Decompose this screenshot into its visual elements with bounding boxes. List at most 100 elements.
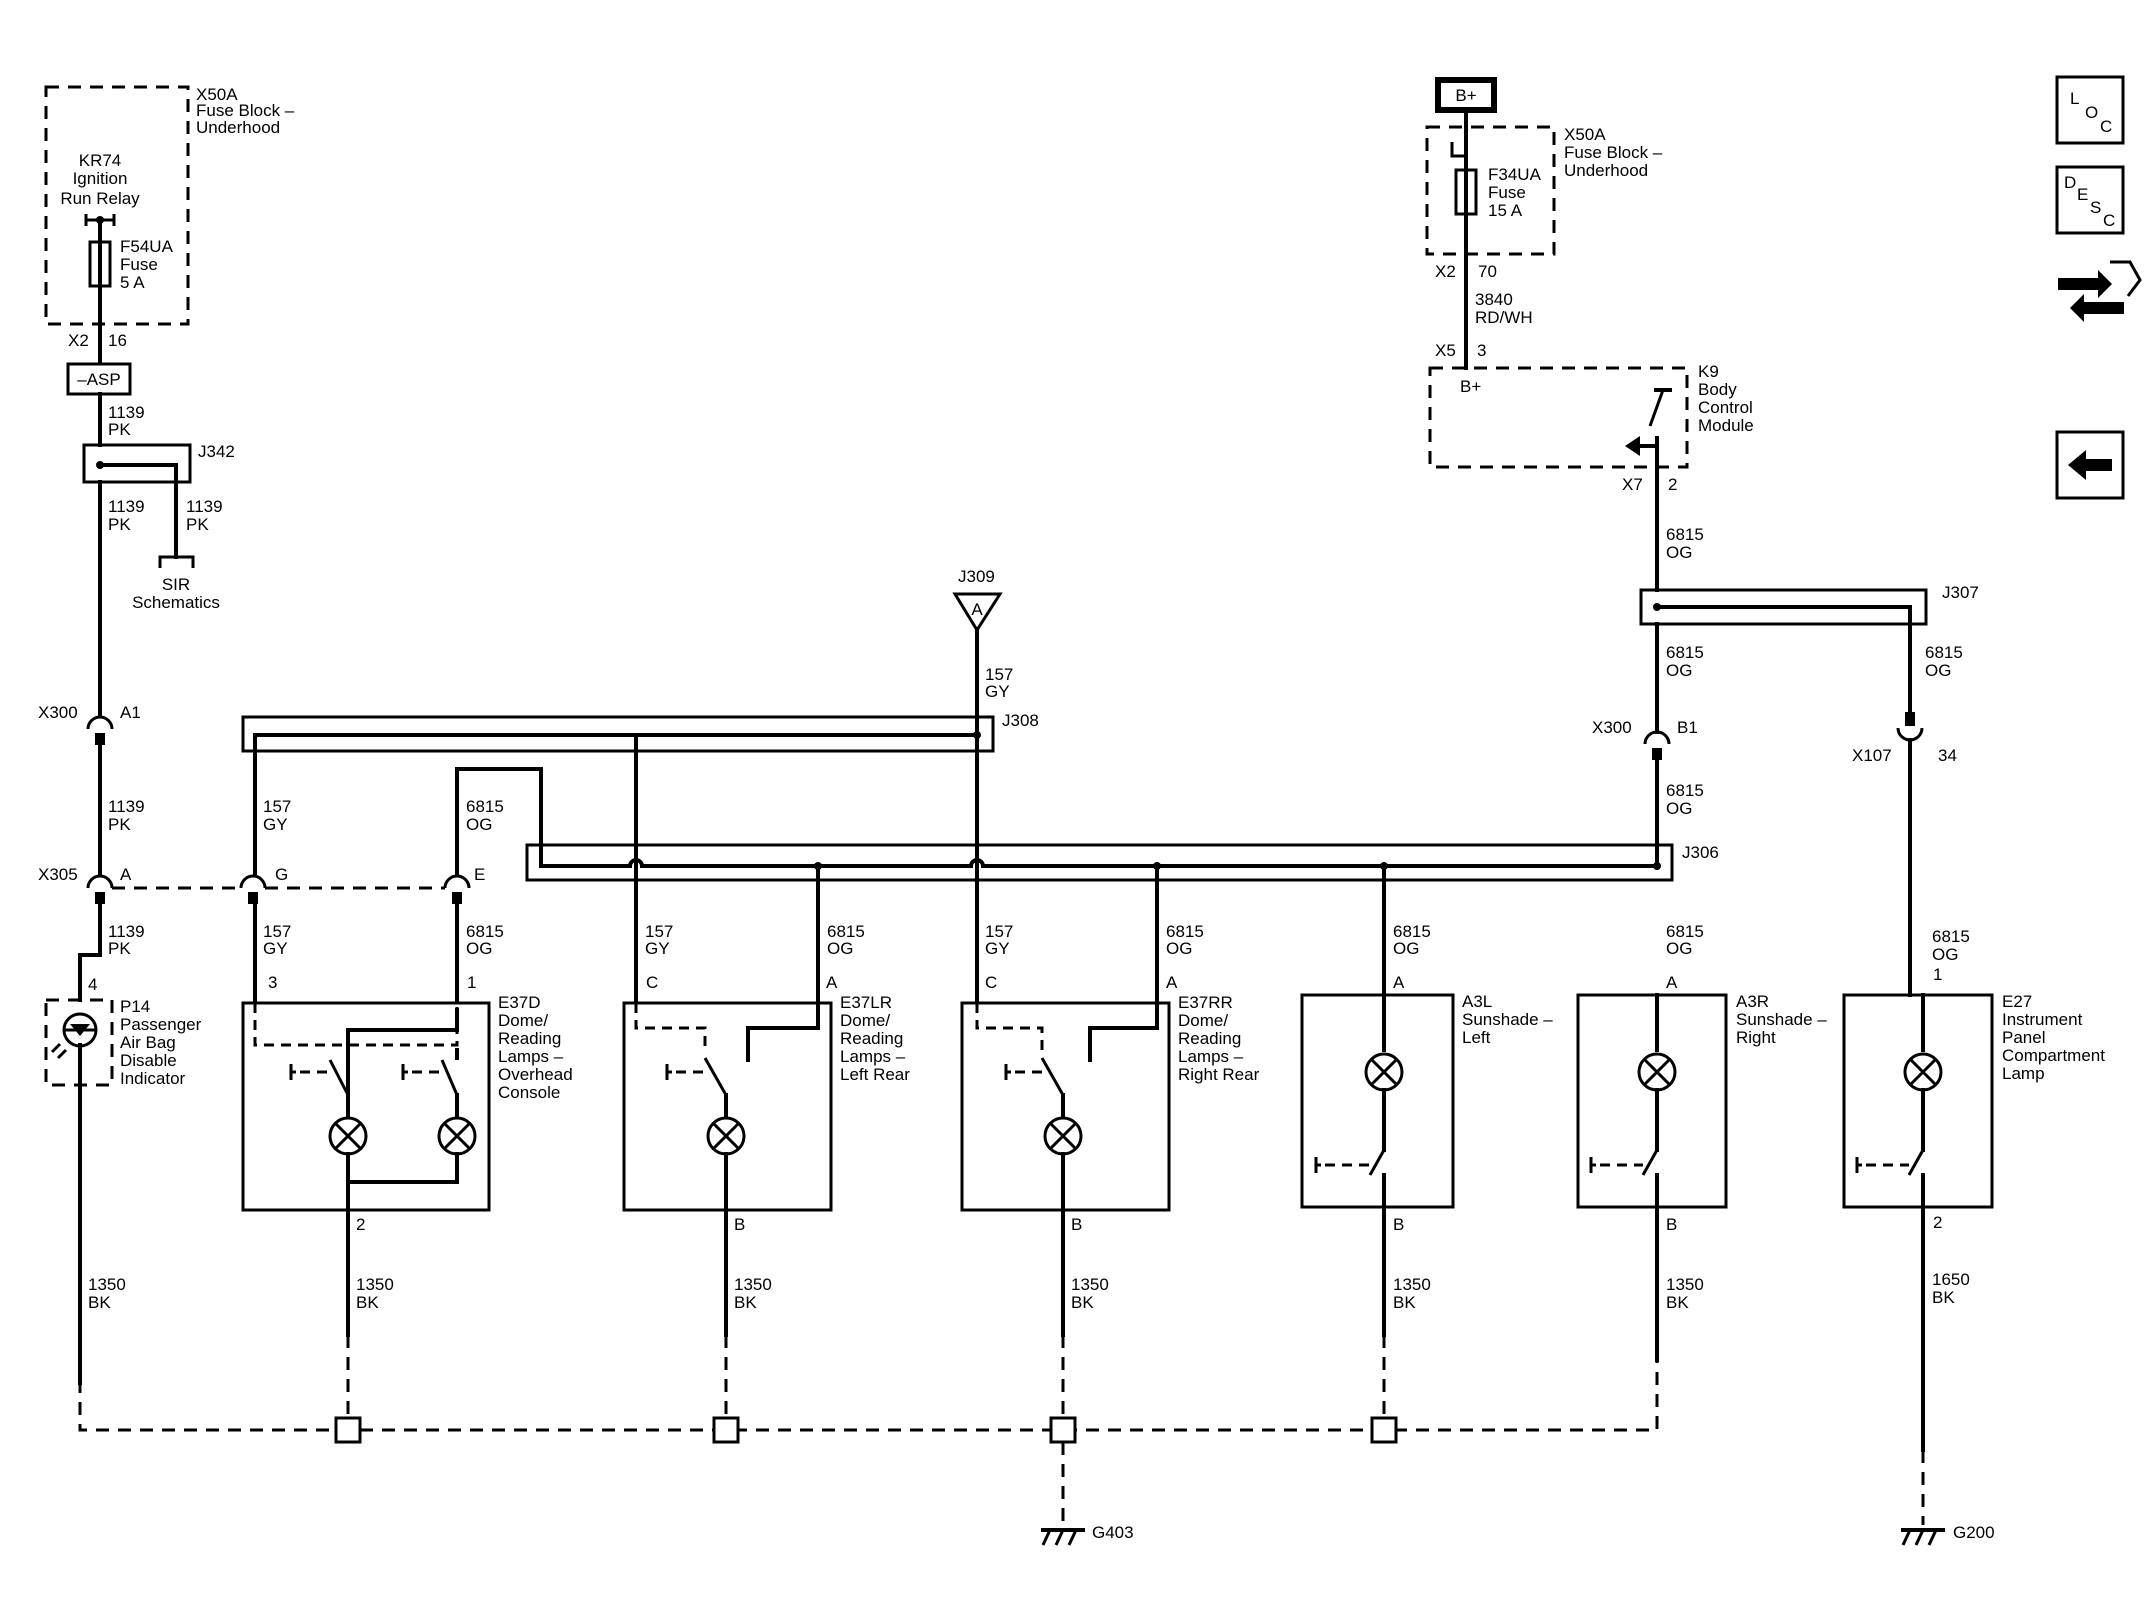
wire-color-gy-rr: GY xyxy=(985,939,1010,958)
p14-label-2: Passenger xyxy=(120,1015,202,1034)
loc-letter-2: O xyxy=(2085,103,2098,122)
wire-color-bk-e37d: BK xyxy=(356,1293,379,1312)
x305-conn: X305 xyxy=(38,865,78,884)
a3r-label-1: A3R xyxy=(1736,992,1769,1011)
e37rr-label-1: E37RR xyxy=(1178,993,1233,1012)
e37lr-label-2: Dome/ xyxy=(840,1011,890,1030)
x107-pin: 34 xyxy=(1938,746,1957,765)
p14-label-3: Air Bag xyxy=(120,1033,176,1052)
sir-label-2: Schematics xyxy=(132,593,220,612)
x2-conn-right: X2 xyxy=(1435,262,1456,281)
back-button[interactable] xyxy=(2055,430,2125,500)
e27-pin-2: 2 xyxy=(1933,1213,1942,1232)
bcm-label-4: Module xyxy=(1698,416,1754,435)
wire-label-1650: 1650 xyxy=(1932,1270,1970,1289)
relay-label-3: Run Relay xyxy=(60,189,140,208)
e37d-label-3: Reading xyxy=(498,1029,561,1048)
wire-color-og-lr: OG xyxy=(827,939,853,958)
wire-label-1350-a3l: 1350 xyxy=(1393,1275,1431,1294)
p14-label-4: Disable xyxy=(120,1051,177,1070)
component-k9-bcm: X5 3 B+ K9 Body Control Module X7 2 xyxy=(1428,341,1754,494)
ground-g403: G403 xyxy=(1041,1523,1134,1546)
e37lr-pin-c: C xyxy=(646,973,658,992)
a3r-pin-a: A xyxy=(1666,973,1678,992)
e27-label-4: Compartment xyxy=(2002,1046,2105,1065)
fuse-block-right-name-2: Underhood xyxy=(1564,161,1648,180)
e37d-label-4: Lamps – xyxy=(498,1047,564,1066)
a3l-label-1: A3L xyxy=(1462,992,1492,1011)
wire-label-157-g: 157 xyxy=(263,797,291,816)
fuse-f34ua-label-3: 15 A xyxy=(1488,201,1523,220)
e37lr-pin-b: B xyxy=(734,1215,745,1234)
wire-label-6815-x300b1: 6815 xyxy=(1666,781,1704,800)
j309-tag: A xyxy=(971,600,983,619)
inline-x300-b1: X300 B1 xyxy=(1592,718,1698,760)
wire-label-1139d: 1139 xyxy=(108,797,145,816)
sir-schematics-ref[interactable]: SIR Schematics xyxy=(132,555,220,612)
x305-pin-e: E xyxy=(474,865,485,884)
wire-color-og-e37d: OG xyxy=(466,939,492,958)
x2-pin-right: 70 xyxy=(1478,262,1497,281)
wire-color-og-j307b: OG xyxy=(1925,661,1951,680)
e37rr-label-5: Right Rear xyxy=(1178,1065,1260,1084)
e37lr-label-1: E37LR xyxy=(840,993,892,1012)
e37d-pin-2: 2 xyxy=(356,1215,365,1234)
component-a3r: A A3R Sunshade – Right B xyxy=(1576,973,1827,1234)
e37d-pin-3: 3 xyxy=(268,973,277,992)
fuse-block-left: X50A Fuse Block – Underhood KR74 Ignitio… xyxy=(44,85,295,350)
wire-color-bk-lr: BK xyxy=(734,1293,757,1312)
component-a3l: A A3L Sunshade – Left B xyxy=(1300,973,1553,1234)
e37d-pin-1: 1 xyxy=(467,973,476,992)
e37rr-pin-c: C xyxy=(985,973,997,992)
component-p14: 4 P14 Passenger Air Bag Disable Indicato… xyxy=(44,975,202,1088)
fuse-f54ua-label-3: 5 A xyxy=(120,273,145,292)
e37rr-pin-a: A xyxy=(1166,973,1178,992)
wire-label-1350-lr: 1350 xyxy=(734,1275,772,1294)
e37rr-label-3: Reading xyxy=(1178,1029,1241,1048)
bcm-x5-pin: 3 xyxy=(1477,341,1486,360)
x2-conn-left: X2 xyxy=(68,331,89,350)
fuse-f34ua-label-1: F34UA xyxy=(1488,165,1542,184)
bcm-label-2: Body xyxy=(1698,380,1737,399)
fuse-block-right-id: X50A xyxy=(1564,125,1606,144)
bplus-label: B+ xyxy=(1455,86,1476,105)
wire-label-6815-rr: 6815 xyxy=(1166,922,1204,941)
desc-letter-3: S xyxy=(2090,198,2101,217)
fuse-block-right-name-1: Fuse Block – xyxy=(1564,143,1663,162)
desc-button[interactable]: D E S C xyxy=(2055,165,2125,235)
inline-x107: X107 34 xyxy=(1852,712,1957,765)
splice-j306: J306 xyxy=(525,843,1719,882)
relay-label-1: KR74 xyxy=(79,151,122,170)
inline-x300-a1: X300 A1 xyxy=(38,703,141,745)
wire-color-og-e: OG xyxy=(466,815,492,834)
wire-color-og-rr: OG xyxy=(1166,939,1192,958)
wire-color-bk-a3r: BK xyxy=(1666,1293,1689,1312)
e27-label-1: E27 xyxy=(2002,992,2032,1011)
component-e37d: 3 1 E37D Dome/ Reading Lamps – Overhead … xyxy=(241,973,573,1234)
loc-button[interactable]: L O C xyxy=(2055,75,2125,145)
j308-label: J308 xyxy=(1002,711,1039,730)
wire-label-1350-a3r: 1350 xyxy=(1666,1275,1704,1294)
wire-color-gy-e37d: GY xyxy=(263,939,288,958)
loc-letter-1: L xyxy=(2070,89,2079,108)
e37lr-label-5: Left Rear xyxy=(840,1065,910,1084)
wire-color-bk-a3l: BK xyxy=(1393,1293,1416,1312)
wire-label-6815-e27: 6815 xyxy=(1932,927,1970,946)
a3r-pin-b: B xyxy=(1666,1215,1677,1234)
splice-j309: A J309 xyxy=(952,567,1003,633)
fuse-f54ua-label-2: Fuse xyxy=(120,255,158,274)
j309-label: J309 xyxy=(958,567,995,586)
bplus-supply: B+ xyxy=(1435,77,1497,113)
connector-view-icon[interactable] xyxy=(2058,260,2142,322)
loc-letter-3: C xyxy=(2100,117,2112,136)
wire-label-1139: 1139 xyxy=(108,403,145,422)
wire-color-pk: PK xyxy=(108,420,131,439)
fuse-block-left-name-1: Fuse Block – xyxy=(196,101,295,120)
wire-color-og-x300b1: OG xyxy=(1666,799,1692,818)
e37rr-pin-b: B xyxy=(1071,1215,1082,1234)
fuse-block-left-id: X50A xyxy=(196,85,238,104)
wire-color-bk-rr: BK xyxy=(1071,1293,1094,1312)
x305-pin-g: G xyxy=(275,865,288,884)
x300-b1-pin: B1 xyxy=(1677,718,1698,737)
splice-j308: J308 xyxy=(241,711,1039,753)
